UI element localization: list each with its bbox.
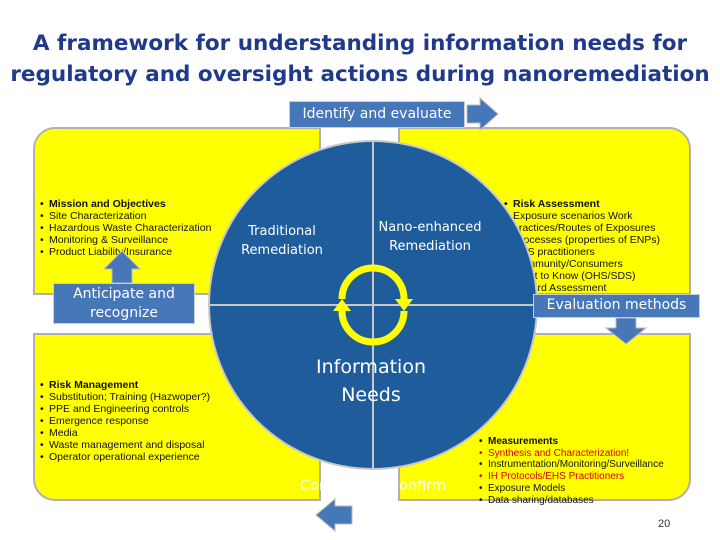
control-confirm-label: Control and Confirm — [299, 478, 447, 494]
nano-remediation-label: Nano-enhanced Remediation — [378, 220, 482, 254]
list-item: Instrumentation/Monitoring/Surveillance — [478, 459, 690, 471]
bottom-left-list: Risk Management Substitution; Training (… — [39, 379, 259, 463]
list-item: Exposure Models — [478, 483, 690, 495]
arrow-left-icon — [315, 497, 353, 533]
list-item: Product Liability/Insurance — [39, 246, 239, 258]
cycle-arrow-lower-icon — [338, 310, 408, 346]
list-item: Media — [39, 427, 259, 439]
list-item: Monitoring & Surveillance — [39, 234, 239, 246]
identify-evaluate-box: Identify and evaluate — [289, 101, 465, 128]
list-item: Mission and Objectives — [39, 198, 239, 210]
list-item: Data sharing/databases — [478, 495, 690, 507]
list-item: Risk Management — [39, 379, 259, 391]
list-item: Emergence response — [39, 415, 259, 427]
list-item: Risk Assessment — [503, 198, 693, 210]
list-item: PPE and Engineering controls — [39, 403, 259, 415]
arrow-up-icon — [102, 250, 142, 284]
list-item: Operator operational experience — [39, 451, 259, 463]
traditional-remediation-label: Traditional Remediation — [241, 224, 323, 258]
information-needs-label: Information Needs — [316, 356, 426, 406]
top-left-list: Mission and Objectives Site Characteriza… — [39, 198, 239, 258]
list-item: Waste management and disposal — [39, 439, 259, 451]
list-item: Measurements — [478, 436, 690, 448]
bottom-right-list: Measurements Synthesis and Characterizat… — [478, 436, 690, 506]
title-line-1: A framework for understanding informatio… — [32, 31, 688, 56]
list-item: Exposure scenarios Work practices/Routes… — [503, 210, 693, 234]
cycle-arrowhead-upper-icon — [395, 299, 413, 311]
anticipate-recognize-box: Anticipate and recognize — [53, 283, 195, 324]
page-number: 20 — [658, 518, 671, 530]
title-line-2: regulatory and oversight actions during … — [10, 62, 710, 87]
cycle-arrow-upper-icon — [338, 264, 408, 300]
slide-title: A framework for understanding informatio… — [0, 28, 720, 90]
list-item: Synthesis and Characterization! — [478, 448, 690, 460]
list-item: Substitution; Training (Hazwoper?) — [39, 391, 259, 403]
list-item: Hazardous Waste Characterization — [39, 222, 239, 234]
top-right-list: Risk Assessment Exposure scenarios Work … — [503, 198, 693, 294]
arrow-down-icon — [604, 317, 648, 345]
central-circle — [208, 140, 538, 470]
evaluation-methods-box: Evaluation methods — [533, 294, 700, 318]
list-item: Site Characterization — [39, 210, 239, 222]
list-item: IH Protocols/EHS Practitioners — [478, 471, 690, 483]
cycle-arrowhead-lower-icon — [333, 299, 351, 311]
arrow-right-icon — [466, 96, 499, 132]
